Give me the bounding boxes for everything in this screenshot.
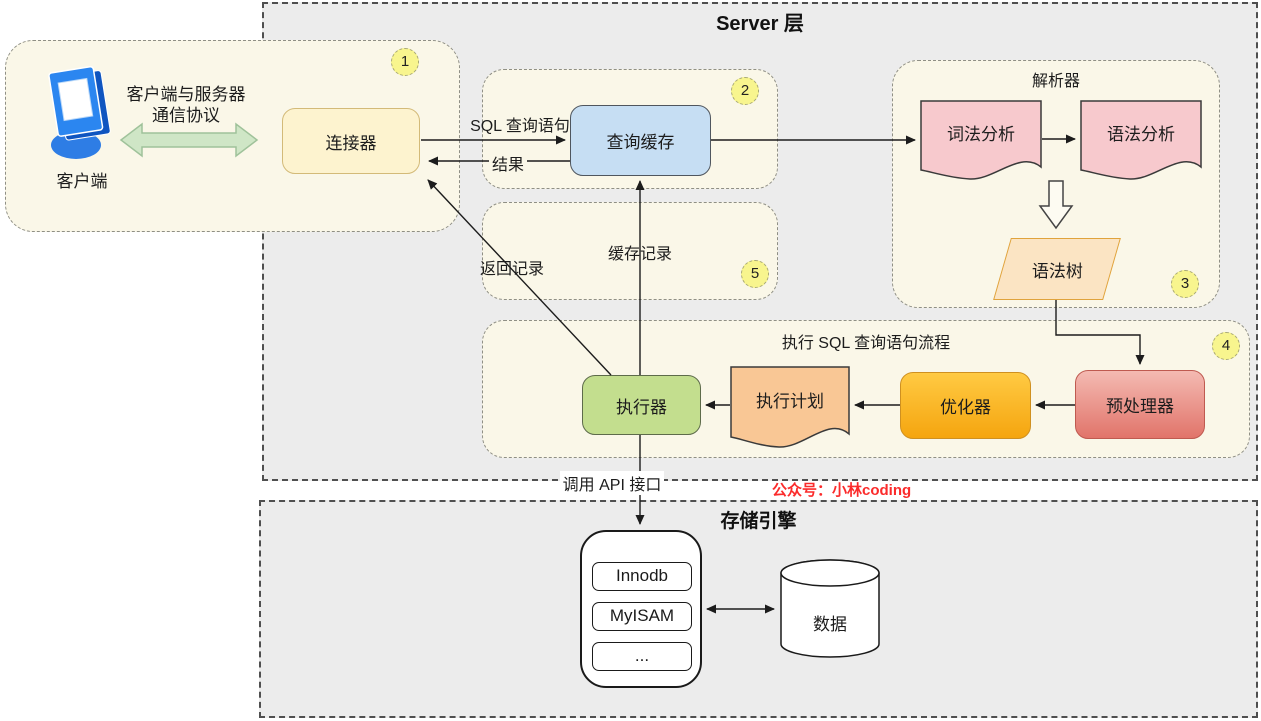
execution-title: 执行 SQL 查询语句流程 xyxy=(781,335,951,352)
syntax-analysis-label: 语法分析 xyxy=(1107,125,1175,144)
query-cache-node: 查询缓存 xyxy=(570,105,711,176)
parser-title: 解析器 xyxy=(1031,73,1080,90)
badge-step-1: 1 xyxy=(391,48,419,76)
badge-step-4: 4 xyxy=(1212,332,1240,360)
engine-myisam: MyISAM xyxy=(592,602,692,631)
connector-node: 连接器 xyxy=(282,108,420,174)
protocol-label-line2: 通信协议 xyxy=(152,106,220,125)
lexical-analysis-label: 词法分析 xyxy=(947,125,1015,144)
badge-step-2: 2 xyxy=(731,77,759,105)
optimizer-node: 优化器 xyxy=(900,372,1031,439)
client-label: 客户端 xyxy=(56,172,108,191)
parser-down-arrow-icon xyxy=(1038,180,1074,230)
syntax-tree-label: 语法树 xyxy=(1031,261,1083,281)
watermark-text: 公众号：小林coding xyxy=(772,482,912,499)
engine-other: ... xyxy=(592,642,692,671)
engine-innodb: Innodb xyxy=(592,562,692,591)
syntax-analysis-shape xyxy=(1080,100,1202,180)
syntax-tree-node: 语法树 xyxy=(993,238,1121,300)
execution-plan-shape xyxy=(730,366,850,448)
preprocessor-node: 预处理器 xyxy=(1075,370,1205,439)
badge-step-5: 5 xyxy=(741,260,769,288)
execution-plan-label: 执行计划 xyxy=(756,392,824,411)
cache-record-label: 缓存记录 xyxy=(607,246,672,263)
executor-node: 执行器 xyxy=(582,375,701,435)
storage-engine-box: Innodb MyISAM ... xyxy=(580,530,702,688)
badge-step-3: 3 xyxy=(1171,270,1199,298)
protocol-label-line1: 客户端与服务器 xyxy=(126,85,246,104)
sql-query-label: SQL 查询语句 xyxy=(470,118,570,135)
server-layer-title: Server 层 xyxy=(716,13,804,35)
protocol-double-arrow-icon xyxy=(119,122,259,158)
result-label: 结果 xyxy=(489,151,528,175)
call-api-label: 调用 API 接口 xyxy=(560,471,664,495)
data-label: 数据 xyxy=(813,615,847,634)
client-monitor-icon xyxy=(48,66,111,159)
data-cylinder-shape xyxy=(780,559,880,658)
lexical-analysis-shape xyxy=(920,100,1042,180)
storage-engine-title: 存储引擎 xyxy=(720,511,797,532)
return-record-label: 返回记录 xyxy=(479,261,544,278)
